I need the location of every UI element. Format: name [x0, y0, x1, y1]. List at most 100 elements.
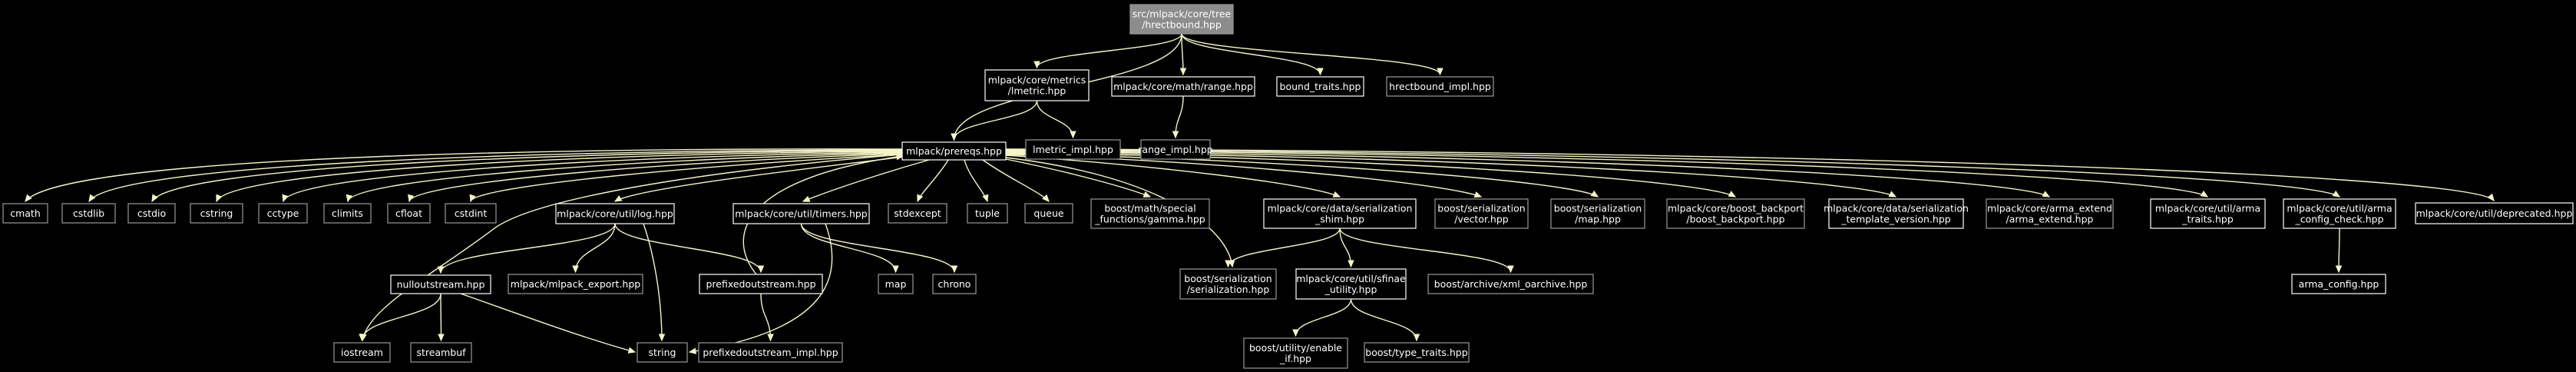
edge-arrowhead [1033, 61, 1040, 69]
node-prefixed_impl: prefixedoutstream_impl.hpp [698, 342, 843, 363]
node-gamma: boost/math/special_functions/gamma.hpp [1090, 198, 1210, 229]
node-box [190, 203, 243, 224]
edge-ser_shim-to-bser [1225, 228, 1341, 268]
node-bvector: boost/serialization/vector.hpp [1434, 198, 1529, 229]
node-label: /arma_extend.hpp [2006, 214, 2094, 225]
node-arma_check[interactable]: mlpack/core/util/arma_config_check.hpp [2283, 198, 2396, 229]
node-label: _traits.hpp [2181, 214, 2234, 225]
node-label: mlpack/core/metrics [988, 75, 1086, 86]
node-label: cctype [267, 208, 299, 219]
node-prefixed[interactable]: prefixedoutstream.hpp [699, 274, 823, 294]
edge-line [953, 100, 1038, 141]
node-label: _shim.hpp [1314, 214, 1364, 225]
edge-arrowhead [1728, 191, 1737, 198]
node-box [508, 274, 643, 294]
node-timers[interactable]: mlpack/core/util/timers.hpp [732, 203, 870, 224]
node-sfinae[interactable]: mlpack/core/util/sfinae_utility.hpp [1295, 268, 1407, 300]
edge-line [347, 152, 903, 202]
node-streambuf: streambuf [410, 342, 472, 363]
edge-line [1227, 228, 1341, 267]
edge-line [1005, 154, 1341, 198]
edge-line [643, 223, 663, 341]
node-arma_traits[interactable]: mlpack/core/util/arma_traits.hpp [2150, 198, 2266, 229]
node-label: range_impl.hpp [1138, 144, 1212, 155]
node-prereqs[interactable]: mlpack/prereqs.hpp [901, 141, 1007, 161]
edge-arrowhead [1292, 329, 1299, 337]
node-box [1276, 76, 1364, 97]
edge-arrowhead [658, 334, 666, 342]
edge-arrowhead [688, 347, 697, 354]
node-label: mlpack/prereqs.hpp [906, 145, 1002, 157]
node-label: mlpack/core/boost_backport [1668, 203, 1804, 214]
edge-arma_check-to-arma_config [2335, 228, 2343, 274]
node-label: cmath [10, 208, 41, 219]
edge-arrowhead [757, 265, 765, 274]
edge-line [614, 223, 762, 273]
node-label: mlpack/core/util/deprecated.hpp [2416, 208, 2573, 219]
node-box [61, 203, 116, 224]
edge-prereqs-to-stdexcept [917, 159, 949, 203]
node-label: string [649, 347, 676, 358]
node-label: chrono [938, 278, 971, 290]
edge-arrowhead [1888, 191, 1897, 198]
node-cstdio: cstdio [127, 203, 176, 224]
node-log[interactable]: mlpack/core/util/log.hpp [555, 203, 675, 224]
edge-lmetric-to-prereqs [951, 100, 1038, 141]
node-range[interactable]: mlpack/core/math/range.hpp [1111, 76, 1255, 97]
node-box [445, 203, 497, 224]
edge-line [689, 223, 833, 353]
node-tuple: tuple [967, 203, 1008, 224]
node-arma_config[interactable]: arma_config.hpp [2291, 274, 2386, 294]
node-label: cfloat [395, 208, 422, 219]
node-box [1434, 198, 1529, 229]
edge-arrowhead [613, 195, 623, 202]
node-cstdlib: cstdlib [61, 203, 116, 224]
node-deprecated[interactable]: mlpack/core/util/deprecated.hpp [2415, 202, 2574, 224]
edge-arrowhead [25, 194, 32, 202]
edge-root-to-bound_traits [1181, 33, 1324, 76]
node-box [1295, 268, 1407, 300]
edge-line [1001, 158, 1151, 198]
node-ser_shim[interactable]: mlpack/core/data/serialization_shim.hpp [1263, 198, 1417, 229]
node-label: mlpack/core/util/arma [2287, 203, 2392, 214]
edge-arrowhead [802, 195, 811, 202]
edge-line [574, 223, 616, 273]
node-nullout[interactable]: nulloutstream.hpp [390, 274, 491, 294]
node-ser_tv[interactable]: mlpack/core/data/serialization_template_… [1824, 198, 1969, 229]
node-label: _functions/gamma.hpp [1094, 214, 1205, 225]
node-cfloat: cfloat [387, 203, 431, 224]
node-iostream: iostream [333, 342, 391, 363]
edge-arrowhead [572, 265, 579, 274]
node-box [1550, 198, 1645, 229]
edge-line [1005, 149, 2340, 198]
edge-line [1005, 153, 1599, 198]
node-box [888, 203, 947, 224]
node-label: cstring [200, 208, 233, 219]
node-label: prefixedoutstream_impl.hpp [703, 347, 838, 358]
node-xml: boost/archive/xml_oarchive.hpp [1427, 274, 1594, 294]
node-label: cstdint [455, 208, 488, 219]
edge-line [800, 223, 897, 273]
edge-arrowhead [438, 334, 445, 342]
edge-line [1181, 33, 1441, 75]
node-queue: queue [1024, 203, 1073, 224]
edge-arrowhead [2042, 191, 2051, 198]
node-cstring: cstring [190, 203, 243, 224]
node-box [1090, 198, 1210, 229]
edge-line [283, 151, 903, 202]
node-label: /serialization.hpp [1187, 284, 1270, 295]
node-label: stdexcept [894, 208, 941, 219]
node-label: bound_traits.hpp [1280, 81, 1361, 92]
node-box [878, 274, 914, 294]
edge-line [1005, 148, 2495, 201]
node-label: /map.hpp [1575, 214, 1621, 225]
edge-prefixed-to-prefixed_impl [760, 293, 774, 342]
node-box [901, 141, 1007, 161]
edge-arrowhead [1042, 194, 1050, 202]
node-lmetric[interactable]: mlpack/core/metrics/lmetric.hpp [984, 69, 1090, 101]
node-export: mlpack/mlpack_export.hpp [508, 274, 643, 294]
node-box [1179, 268, 1277, 300]
node-root[interactable]: src/mlpack/core/tree/hrectbound.hpp [1129, 4, 1234, 35]
node-bound_traits[interactable]: bound_traits.hpp [1276, 76, 1364, 97]
